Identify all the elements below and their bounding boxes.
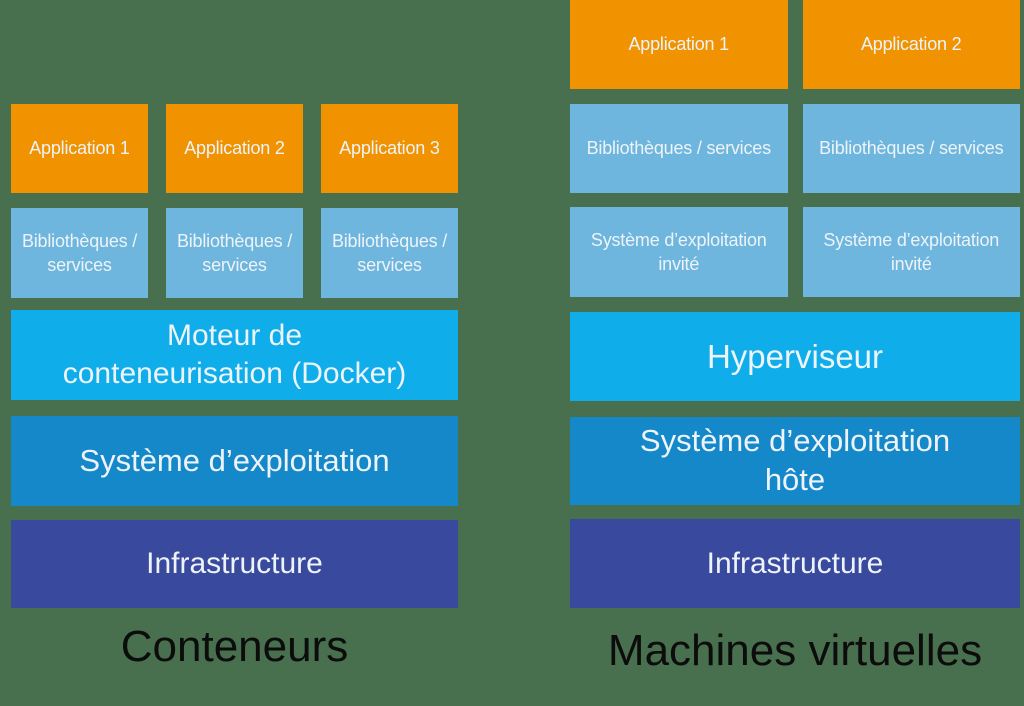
containers-os-row: Système d’exploitation: [11, 416, 458, 506]
application-box: Application 3: [321, 104, 458, 193]
libraries-label: Bibliothèques / services: [176, 230, 293, 275]
containers-infrastructure-row: Infrastructure: [11, 520, 458, 608]
infrastructure-label: Infrastructure: [146, 547, 323, 580]
application-box: Application 1: [11, 104, 148, 193]
container-engine-row: Moteur de conteneurisation (Docker): [11, 310, 458, 400]
libraries-box: Bibliothèques / services: [11, 208, 148, 298]
host-os-row: Système d’exploitation hôte: [570, 417, 1020, 505]
libraries-label: Bibliothèques / services: [331, 230, 448, 275]
guest-os-label: Système d’exploitation invité: [823, 229, 1000, 274]
guest-os-label: Système d’exploitation invité: [590, 229, 767, 274]
containers-libraries-row: Bibliothèques / services Bibliothèques /…: [11, 208, 458, 298]
infrastructure-label: Infrastructure: [706, 546, 884, 580]
libraries-label: Bibliothèques / services: [819, 138, 1004, 159]
application-label: Application 2: [861, 34, 962, 55]
vms-guest-os-row: Système d’exploitation invité Système d’…: [570, 207, 1020, 297]
application-box: Application 2: [166, 104, 303, 193]
guest-os-box: Système d’exploitation invité: [570, 207, 788, 297]
hypervisor-label: Hyperviseur: [706, 337, 884, 375]
libraries-box: Bibliothèques / services: [802, 104, 1020, 193]
host-os-box: Système d’exploitation hôte: [570, 417, 1020, 505]
vms-libraries-row: Bibliothèques / services Bibliothèques /…: [570, 104, 1020, 193]
libraries-box: Bibliothèques / services: [166, 208, 303, 298]
containers-applications-row: Application 1 Application 2 Application …: [11, 104, 458, 193]
vms-applications-row: Application 1 Application 2: [570, 0, 1020, 89]
application-label: Application 2: [184, 138, 285, 159]
libraries-box: Bibliothèques / services: [570, 104, 788, 193]
hypervisor-box: Hyperviseur: [570, 312, 1020, 401]
os-box: Système d’exploitation: [11, 416, 458, 506]
libraries-label: Bibliothèques / services: [586, 138, 771, 159]
container-engine-label: Moteur de conteneurisation (Docker): [62, 318, 407, 390]
application-label: Application 1: [29, 138, 130, 159]
os-label: Système d’exploitation: [79, 442, 390, 478]
application-label: Application 1: [628, 34, 730, 55]
vms-infrastructure-row: Infrastructure: [570, 519, 1020, 608]
guest-os-box: Système d’exploitation invité: [802, 207, 1020, 297]
application-box: Application 1: [570, 0, 788, 89]
application-box: Application 2: [802, 0, 1020, 89]
hypervisor-row: Hyperviseur: [570, 312, 1020, 401]
host-os-label: Système d’exploitation hôte: [639, 423, 951, 497]
infrastructure-box: Infrastructure: [570, 519, 1020, 608]
libraries-label: Bibliothèques / services: [21, 230, 138, 275]
libraries-box: Bibliothèques / services: [321, 208, 458, 298]
container-engine-box: Moteur de conteneurisation (Docker): [11, 310, 458, 400]
vms-column-title: Machines virtuelles: [607, 626, 983, 675]
containers-column-title: Conteneurs: [120, 622, 349, 671]
application-label: Application 3: [339, 138, 440, 159]
infrastructure-box: Infrastructure: [11, 520, 458, 608]
